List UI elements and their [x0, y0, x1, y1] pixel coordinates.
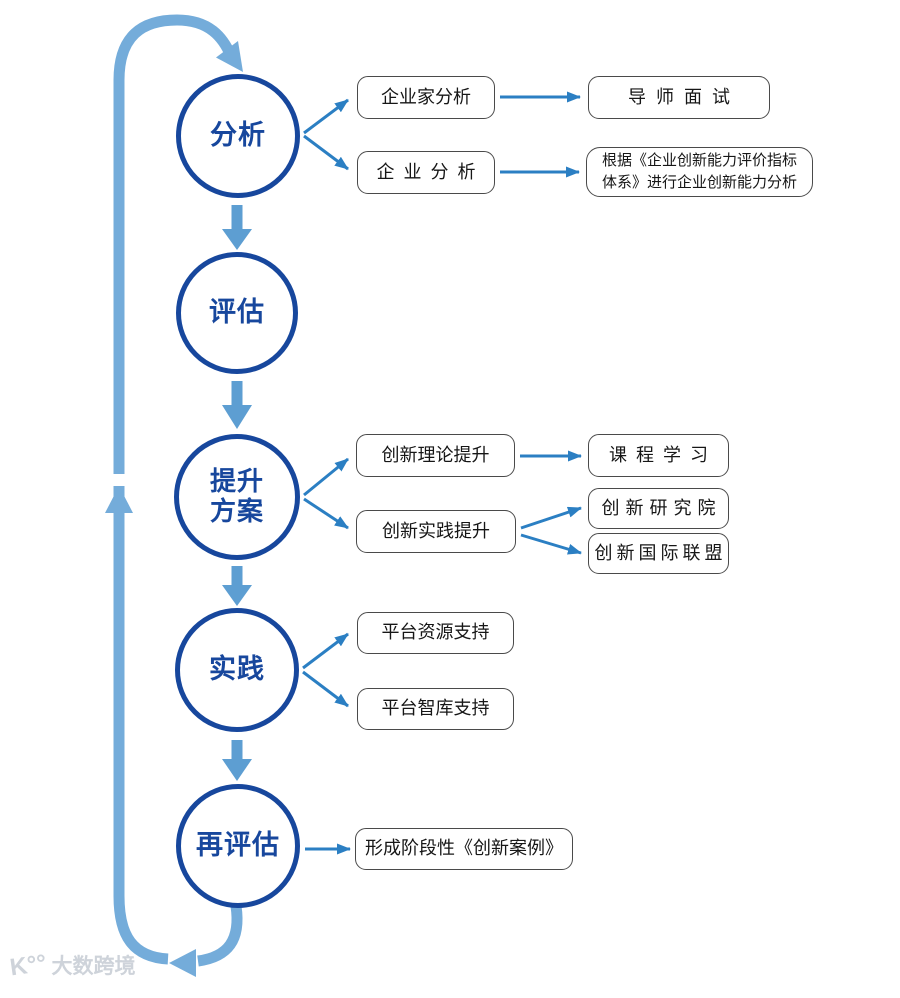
stage-circle-evaluate: 评估 — [176, 252, 298, 374]
box-course-label: 课程学习 — [609, 444, 717, 465]
box-theory-improve: 创新理论提升 — [356, 434, 515, 477]
arrowhead-analysis-to-evaluate — [222, 229, 252, 250]
box-course-study: 课程学习 — [588, 434, 729, 477]
box-platform-thinktank: 平台智库支持 — [357, 688, 514, 730]
loop-arrowhead-up — [105, 486, 133, 513]
stage-circle-analysis: 分析 — [176, 74, 300, 198]
box-theory-label: 创新理论提升 — [381, 444, 490, 465]
loop-arrow-line — [113, 14, 237, 965]
loop-arrowhead-left — [169, 949, 196, 977]
arrow-analysis-to-enterprise — [303, 134, 349, 171]
box-institute-label: 创新研究院 — [601, 497, 722, 518]
box-alliance-label: 创新国际联盟 — [594, 542, 727, 563]
loop-line-gap — [108, 474, 130, 486]
arrow-practice-to-resource — [302, 632, 349, 670]
stage-label-evaluate: 评估 — [209, 297, 265, 328]
box-international-alliance: 创新国际联盟 — [588, 533, 729, 574]
box-case-label: 形成阶段性《创新案例》 — [365, 838, 563, 859]
stage-label-practice: 实践 — [209, 654, 265, 685]
box-platform-resource: 平台资源支持 — [357, 612, 514, 654]
branch-arrows — [302, 91, 582, 855]
box-resource-label: 平台资源支持 — [381, 622, 490, 643]
box-mentor-label: 导师面试 — [628, 86, 740, 107]
box-basis-line1: 根据《企业创新能力评价指标 — [601, 151, 797, 169]
box-basis-line2: 体系》进行企业创新能力分析 — [601, 174, 797, 191]
box-practice-improve: 创新实践提升 — [356, 510, 516, 553]
box-thinktank-label: 平台智库支持 — [381, 698, 490, 719]
arrowhead-plan-to-practice — [222, 585, 252, 606]
stage-circle-plan: 提升 方案 — [174, 434, 300, 560]
stage-label-analysis: 分析 — [210, 120, 266, 151]
box-innovation-case: 形成阶段性《创新案例》 — [355, 828, 573, 870]
watermark-text: 大数跨境 — [51, 955, 136, 978]
watermark-logo-icon: K°° — [8, 949, 49, 982]
stage-label-plan-line2: 方案 — [209, 496, 264, 526]
stage-circle-practice: 实践 — [175, 608, 299, 732]
stage-label-plan-line1: 提升 — [209, 466, 264, 497]
loop-arrowhead-top — [216, 41, 243, 72]
watermark: K°° 大数跨境 — [8, 949, 136, 982]
arrow-analysis-to-entrepreneur — [303, 98, 349, 135]
stage-arrows — [222, 205, 252, 781]
loop-return-line — [197, 905, 243, 967]
box-practice-improve-label: 创新实践提升 — [382, 520, 490, 541]
box-enterprise-label: 企业分析 — [376, 161, 485, 182]
arrow-practiceimprove-to-alliance — [520, 533, 582, 555]
arrowhead-practice-to-reevaluate — [222, 759, 252, 781]
box-mentor-interview: 导师面试 — [588, 76, 770, 119]
arrow-practice-to-thinktank — [302, 670, 349, 708]
box-evaluation-basis: 根据《企业创新能力评价指标 体系》进行企业创新能力分析 — [586, 147, 813, 197]
box-entrepreneur-label: 企业家分析 — [381, 86, 471, 107]
box-entrepreneur-analysis: 企业家分析 — [357, 76, 495, 119]
arrowhead-evaluate-to-plan — [222, 405, 252, 429]
stage-label-reevaluate: 再评估 — [196, 830, 280, 861]
stage-circle-reevaluate: 再评估 — [176, 784, 300, 908]
arrow-plan-to-theory — [303, 457, 349, 497]
box-enterprise-analysis: 企业分析 — [357, 151, 495, 194]
arrow-plan-to-practice-improve — [303, 497, 349, 530]
arrow-practiceimprove-to-institute — [520, 506, 582, 530]
box-innovation-institute: 创新研究院 — [588, 488, 729, 529]
